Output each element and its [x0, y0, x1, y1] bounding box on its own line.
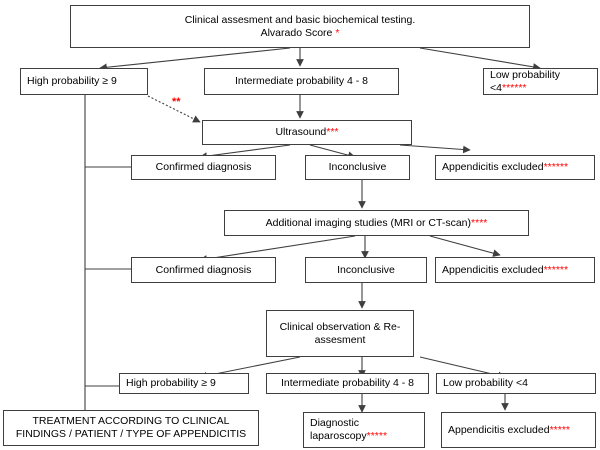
node-ultrasound[interactable]: Ultrasound*** [202, 120, 412, 145]
node-inconclusive-1-text: Inconclusive [329, 161, 387, 174]
node-high-probability-2-text: High probability ≥ 9 [126, 377, 216, 390]
node-confirmed-diagnosis-1[interactable]: Confirmed diagnosis [131, 155, 276, 180]
node-clinical-assessment-text: Clinical assesment and basic biochemical… [185, 14, 416, 40]
node-high-probability-2-label: High probability ≥ 9 [126, 377, 216, 390]
node-appendicitis-excluded-2-text: Appendicitis excluded****** [442, 264, 568, 277]
node-low-probability-1-text: Low probability <4****** [490, 69, 593, 95]
edge-assessment-to-low [419, 47, 541, 71]
node-diagnostic-laparoscopy-line2: laparoscopy [310, 430, 367, 442]
node-appendicitis-excluded-1[interactable]: Appendicitis excluded****** [435, 155, 595, 180]
node-additional-imaging[interactable]: Additional imaging studies (MRI or CT-sc… [224, 210, 529, 236]
node-inconclusive-1[interactable]: Inconclusive [305, 155, 410, 180]
node-low-probability-2[interactable]: Low probability <4 [436, 373, 596, 394]
node-high-probability-1-label: High probability ≥ 9 [27, 75, 117, 88]
node-clinical-assessment[interactable]: Clinical assesment and basic biochemical… [70, 5, 530, 48]
node-additional-imaging-label: Additional imaging studies (MRI or CT-sc… [265, 216, 472, 229]
node-intermediate-probability-2-label: Intermediate probability 4 - 8 [280, 377, 415, 390]
node-treatment-line1: TREATMENT ACCORDING TO CLINICAL [32, 415, 230, 428]
node-appendicitis-excluded-3[interactable]: Appendicitis excluded***** [441, 412, 596, 448]
node-inconclusive-2[interactable]: Inconclusive [305, 257, 427, 283]
node-additional-imaging-text: Additional imaging studies (MRI or CT-sc… [266, 217, 488, 230]
node-appendicitis-excluded-1-asterisks: ****** [543, 161, 569, 174]
node-confirmed-diagnosis-1-text: Confirmed diagnosis [156, 161, 252, 174]
node-appendicitis-excluded-2[interactable]: Appendicitis excluded****** [435, 257, 595, 283]
node-treatment-line2: FINDINGS / PATIENT / TYPE OF APPENDICITI… [15, 428, 247, 440]
node-clinical-assessment-line1: Clinical assesment and basic biochemical… [184, 13, 416, 26]
node-low-probability-2-label: Low probability <4 [443, 377, 528, 390]
node-clinical-assessment-line2: Alvarado Score [260, 26, 336, 39]
node-clinical-observation-line2: assesment [314, 333, 366, 346]
node-high-probability-2[interactable]: High probability ≥ 9 [119, 373, 249, 394]
node-appendicitis-excluded-3-text: Appendicitis excluded***** [448, 424, 570, 437]
node-low-probability-1[interactable]: Low probability <4****** [483, 68, 598, 95]
edge-label-dotted-asterisks: ** [172, 96, 181, 108]
node-intermediate-probability-1-text: Intermediate probability 4 - 8 [235, 75, 368, 88]
node-diagnostic-laparoscopy-line1: Diagnostic [310, 417, 360, 430]
node-confirmed-diagnosis-2-label: Confirmed diagnosis [155, 263, 252, 276]
node-clinical-observation[interactable]: Clinical observation & Re-assesment [266, 310, 414, 357]
node-appendicitis-excluded-1-label: Appendicitis excluded [442, 161, 544, 174]
node-ultrasound-text: Ultrasound*** [275, 126, 338, 139]
node-intermediate-probability-1[interactable]: Intermediate probability 4 - 8 [204, 68, 399, 95]
node-appendicitis-excluded-2-label: Appendicitis excluded [442, 263, 544, 276]
node-low-probability-1-asterisks: ****** [501, 81, 527, 94]
node-intermediate-probability-1-label: Intermediate probability 4 - 8 [234, 75, 369, 88]
edge-assessment-to-high [99, 47, 291, 72]
node-clinical-assessment-asterisks: * [335, 26, 340, 39]
node-confirmed-diagnosis-1-label: Confirmed diagnosis [155, 161, 252, 174]
edge-ultrasound-to-excluded1 [399, 144, 471, 154]
node-intermediate-probability-2[interactable]: Intermediate probability 4 - 8 [266, 373, 429, 394]
node-additional-imaging-asterisks: **** [471, 216, 488, 229]
node-high-probability-1[interactable]: High probability ≥ 9 [20, 68, 148, 95]
edge-imaging-to-excluded2 [429, 235, 501, 257]
node-low-probability-2-text: Low probability <4 [443, 377, 528, 390]
node-appendicitis-excluded-3-label: Appendicitis excluded [448, 423, 550, 436]
node-inconclusive-2-text: Inconclusive [337, 264, 395, 277]
node-appendicitis-excluded-1-text: Appendicitis excluded****** [442, 161, 568, 174]
node-ultrasound-label: Ultrasound [275, 126, 327, 139]
node-diagnostic-laparoscopy-asterisks: ***** [366, 430, 388, 442]
node-high-probability-1-text: High probability ≥ 9 [27, 75, 117, 88]
node-appendicitis-excluded-3-asterisks: ***** [549, 423, 571, 436]
node-clinical-observation-line1: Clinical observation & Re- [279, 320, 401, 333]
node-confirmed-diagnosis-2-text: Confirmed diagnosis [156, 264, 252, 277]
node-low-probability-1-label: Low probability <4 [490, 68, 561, 94]
node-intermediate-probability-2-text: Intermediate probability 4 - 8 [281, 377, 414, 390]
node-ultrasound-asterisks: *** [326, 126, 339, 139]
node-confirmed-diagnosis-2[interactable]: Confirmed diagnosis [131, 257, 276, 283]
node-appendicitis-excluded-2-asterisks: ****** [543, 263, 569, 276]
node-inconclusive-2-label: Inconclusive [337, 263, 395, 276]
node-inconclusive-1-label: Inconclusive [328, 161, 387, 174]
node-clinical-observation-text: Clinical observation & Re-assesment [280, 321, 401, 347]
